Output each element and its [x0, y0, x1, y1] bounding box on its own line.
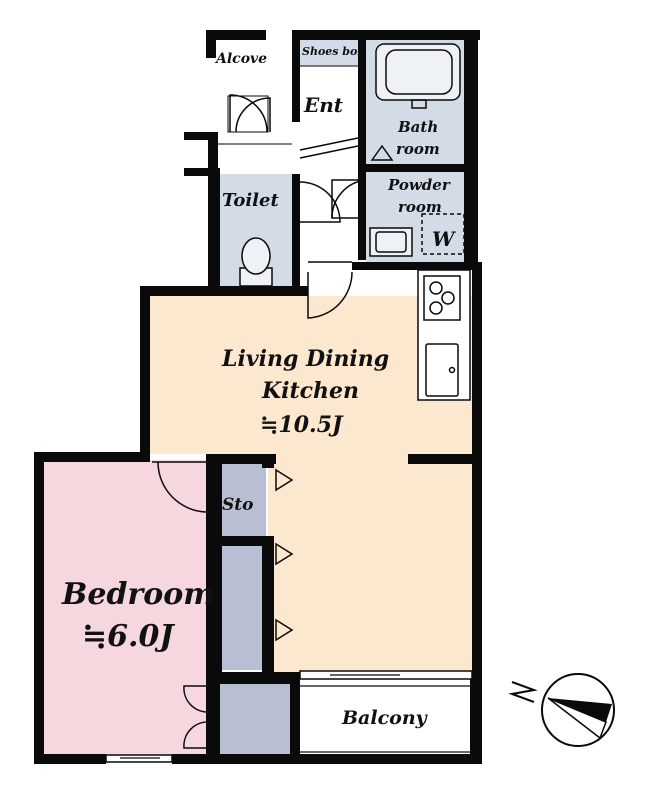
labels: Alcove Shoes box Ent Bath room Powder ro…: [61, 45, 457, 729]
balcony-label: Balcony: [341, 707, 429, 729]
toilet-label: Toilet: [222, 190, 279, 211]
bath-label-2: room: [396, 140, 440, 158]
ldk-label-2: Kitchen: [261, 378, 359, 404]
bedroom-area-label: ≒6.0J: [82, 619, 175, 654]
ldk-area-label: ≒10.5J: [260, 412, 344, 438]
fixtures: [216, 43, 471, 401]
alcove-label: Alcove: [214, 51, 267, 67]
storage-middle: [220, 546, 266, 670]
storage-lower: [220, 684, 290, 756]
washer-space: [421, 213, 465, 255]
bedroom-label: Bedroom: [61, 577, 215, 612]
ldk-floor-lower: [268, 454, 472, 672]
toilet-icon: [241, 237, 271, 275]
compass-icon: [508, 673, 615, 747]
storage-label: Sto: [222, 495, 253, 515]
shoes-box-label: Shoes box: [302, 45, 364, 58]
washer-label: W: [432, 227, 457, 251]
kitchen-sink-icon: [425, 343, 459, 397]
bedroom-floor: [42, 460, 210, 756]
entrance-label: Ent: [303, 93, 344, 117]
doors: [152, 94, 367, 749]
shoes-box-floor: [300, 40, 358, 66]
ldk-label-1: Living Dining: [221, 346, 389, 372]
powder-label-2: room: [398, 198, 442, 216]
powder-label-1: Powder: [387, 176, 451, 194]
stove-icon: [429, 281, 443, 295]
bath-label-1: Bath: [397, 118, 438, 136]
storage-upper: [220, 464, 266, 536]
walls: [34, 30, 482, 764]
